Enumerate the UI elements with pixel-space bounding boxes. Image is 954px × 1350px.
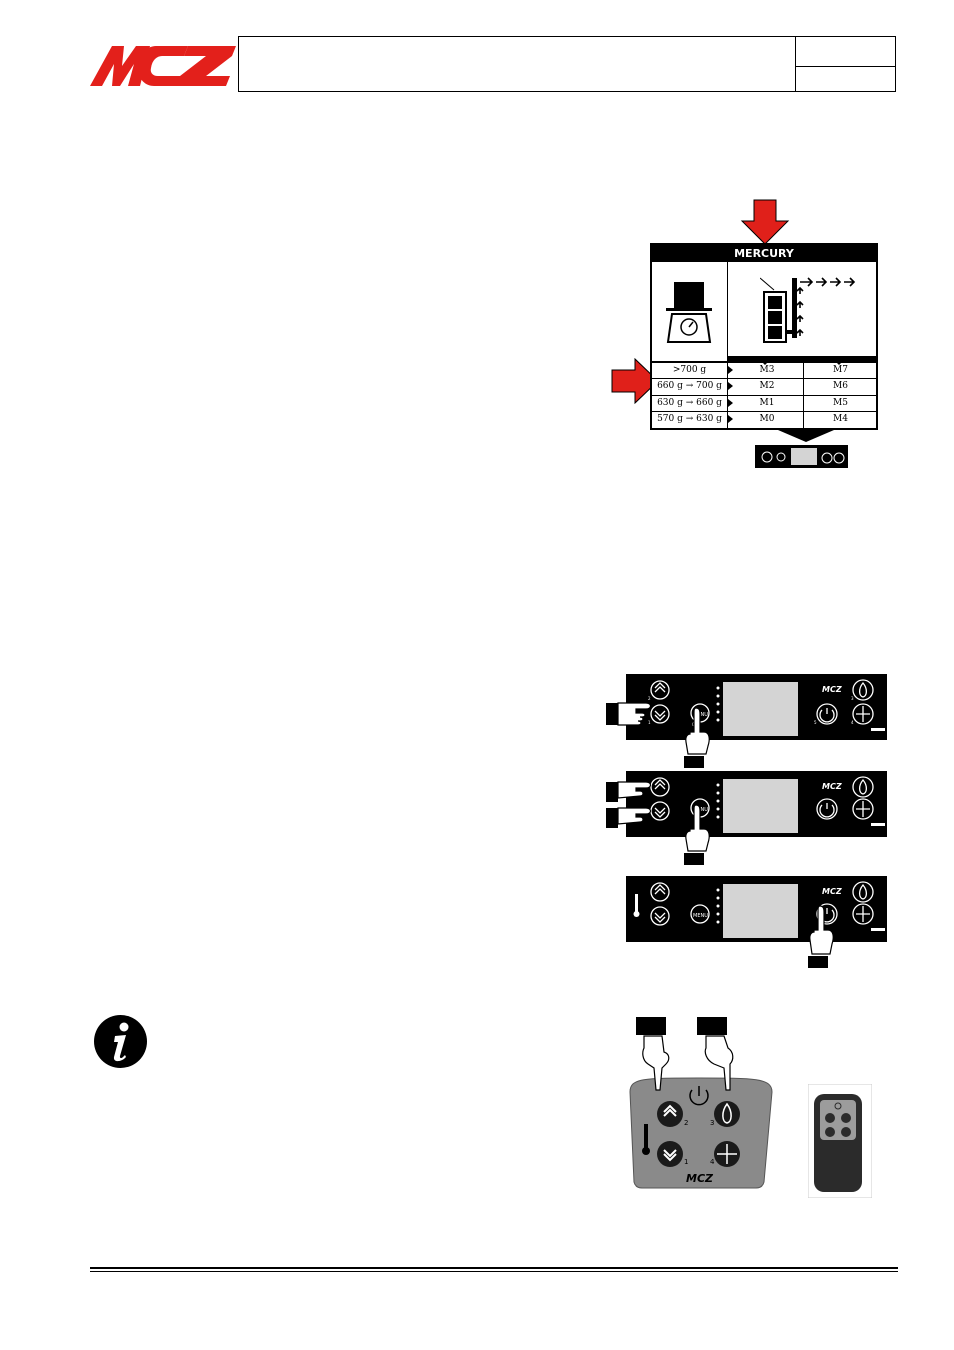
scale-icon bbox=[664, 280, 714, 346]
panel-brand: MCZ bbox=[822, 782, 842, 791]
table-col-divider bbox=[803, 362, 804, 428]
control-panel-1: MENU 210 534 MCZ bbox=[626, 674, 887, 740]
weight-cell: >700 g bbox=[652, 363, 727, 378]
header-title-box bbox=[238, 36, 896, 92]
card-vertical-divider bbox=[727, 262, 728, 362]
mode-left-cell: M3 bbox=[732, 363, 802, 378]
svg-text:4: 4 bbox=[710, 1158, 715, 1166]
svg-text:3: 3 bbox=[851, 696, 854, 701]
table-row: 570 g → 630 g M0 M4 bbox=[652, 411, 876, 427]
panel-keys: MENU MCZ bbox=[626, 771, 887, 837]
mode-left-cell: M2 bbox=[732, 379, 802, 394]
mode-right-cell: M5 bbox=[805, 396, 876, 411]
svg-text:3: 3 bbox=[710, 1119, 714, 1127]
hand-pointer-icon bbox=[700, 1034, 740, 1092]
mini-panel-left-icons bbox=[759, 449, 787, 465]
svg-text:4: 4 bbox=[851, 720, 854, 725]
svg-text:5: 5 bbox=[814, 720, 817, 725]
hand-pointer-icon bbox=[682, 706, 714, 768]
header-divider bbox=[795, 36, 796, 92]
panel-keys: MENU MCZ bbox=[626, 876, 887, 942]
hand-pointer-icon bbox=[606, 776, 656, 832]
card-down-arrow bbox=[778, 430, 834, 444]
hand-pointer-icon bbox=[606, 697, 656, 729]
panel-brand: MCZ bbox=[822, 685, 842, 694]
svg-text:2: 2 bbox=[684, 1119, 688, 1127]
header-page-box-divider bbox=[795, 66, 896, 67]
table-row: 660 g → 700 g M2 M6 bbox=[652, 378, 876, 394]
footer-rule bbox=[90, 1267, 898, 1269]
panel-keys: MENU 210 534 MCZ bbox=[626, 674, 887, 740]
mode-left-cell: M0 bbox=[732, 412, 802, 427]
mini-panel-right-icons bbox=[819, 449, 845, 465]
hand-pointer-icon bbox=[682, 803, 714, 865]
control-panel-2: MENU MCZ bbox=[626, 771, 887, 837]
mode-right-cell: M6 bbox=[805, 379, 876, 394]
table-row: 630 g → 660 g M1 M5 bbox=[652, 395, 876, 411]
red-arrow-down-icon bbox=[740, 199, 790, 245]
panel-brand: MCZ bbox=[822, 887, 842, 896]
airflow-icon bbox=[760, 268, 864, 344]
mini-panel-screen bbox=[791, 448, 817, 465]
mcz-logo bbox=[90, 40, 236, 90]
table-row: >700 g M3 M7 bbox=[652, 362, 876, 378]
weight-cell: 630 g → 660 g bbox=[652, 396, 727, 411]
hand-tag bbox=[636, 1017, 666, 1035]
mercury-title: MERCURY bbox=[652, 245, 876, 262]
remote-control bbox=[808, 1084, 872, 1198]
svg-text:MCZ: MCZ bbox=[686, 1172, 714, 1185]
weight-cell: 570 g → 630 g bbox=[652, 412, 727, 427]
footer-rule bbox=[90, 1271, 898, 1272]
mode-right-cell: M4 bbox=[805, 412, 876, 427]
menu-key-label: MENU bbox=[693, 913, 708, 919]
hand-pointer-icon bbox=[636, 1034, 676, 1092]
hand-pointer-icon bbox=[806, 904, 838, 968]
control-panel-3: MENU MCZ bbox=[626, 876, 887, 942]
table-col-divider bbox=[727, 362, 728, 428]
mini-panel bbox=[755, 445, 848, 468]
mode-right-cell: M7 bbox=[805, 363, 876, 378]
weight-cell: 660 g → 700 g bbox=[652, 379, 727, 394]
info-icon bbox=[93, 1014, 148, 1069]
mode-left-cell: M1 bbox=[732, 396, 802, 411]
hand-tag bbox=[697, 1017, 727, 1035]
svg-text:1: 1 bbox=[684, 1158, 688, 1166]
